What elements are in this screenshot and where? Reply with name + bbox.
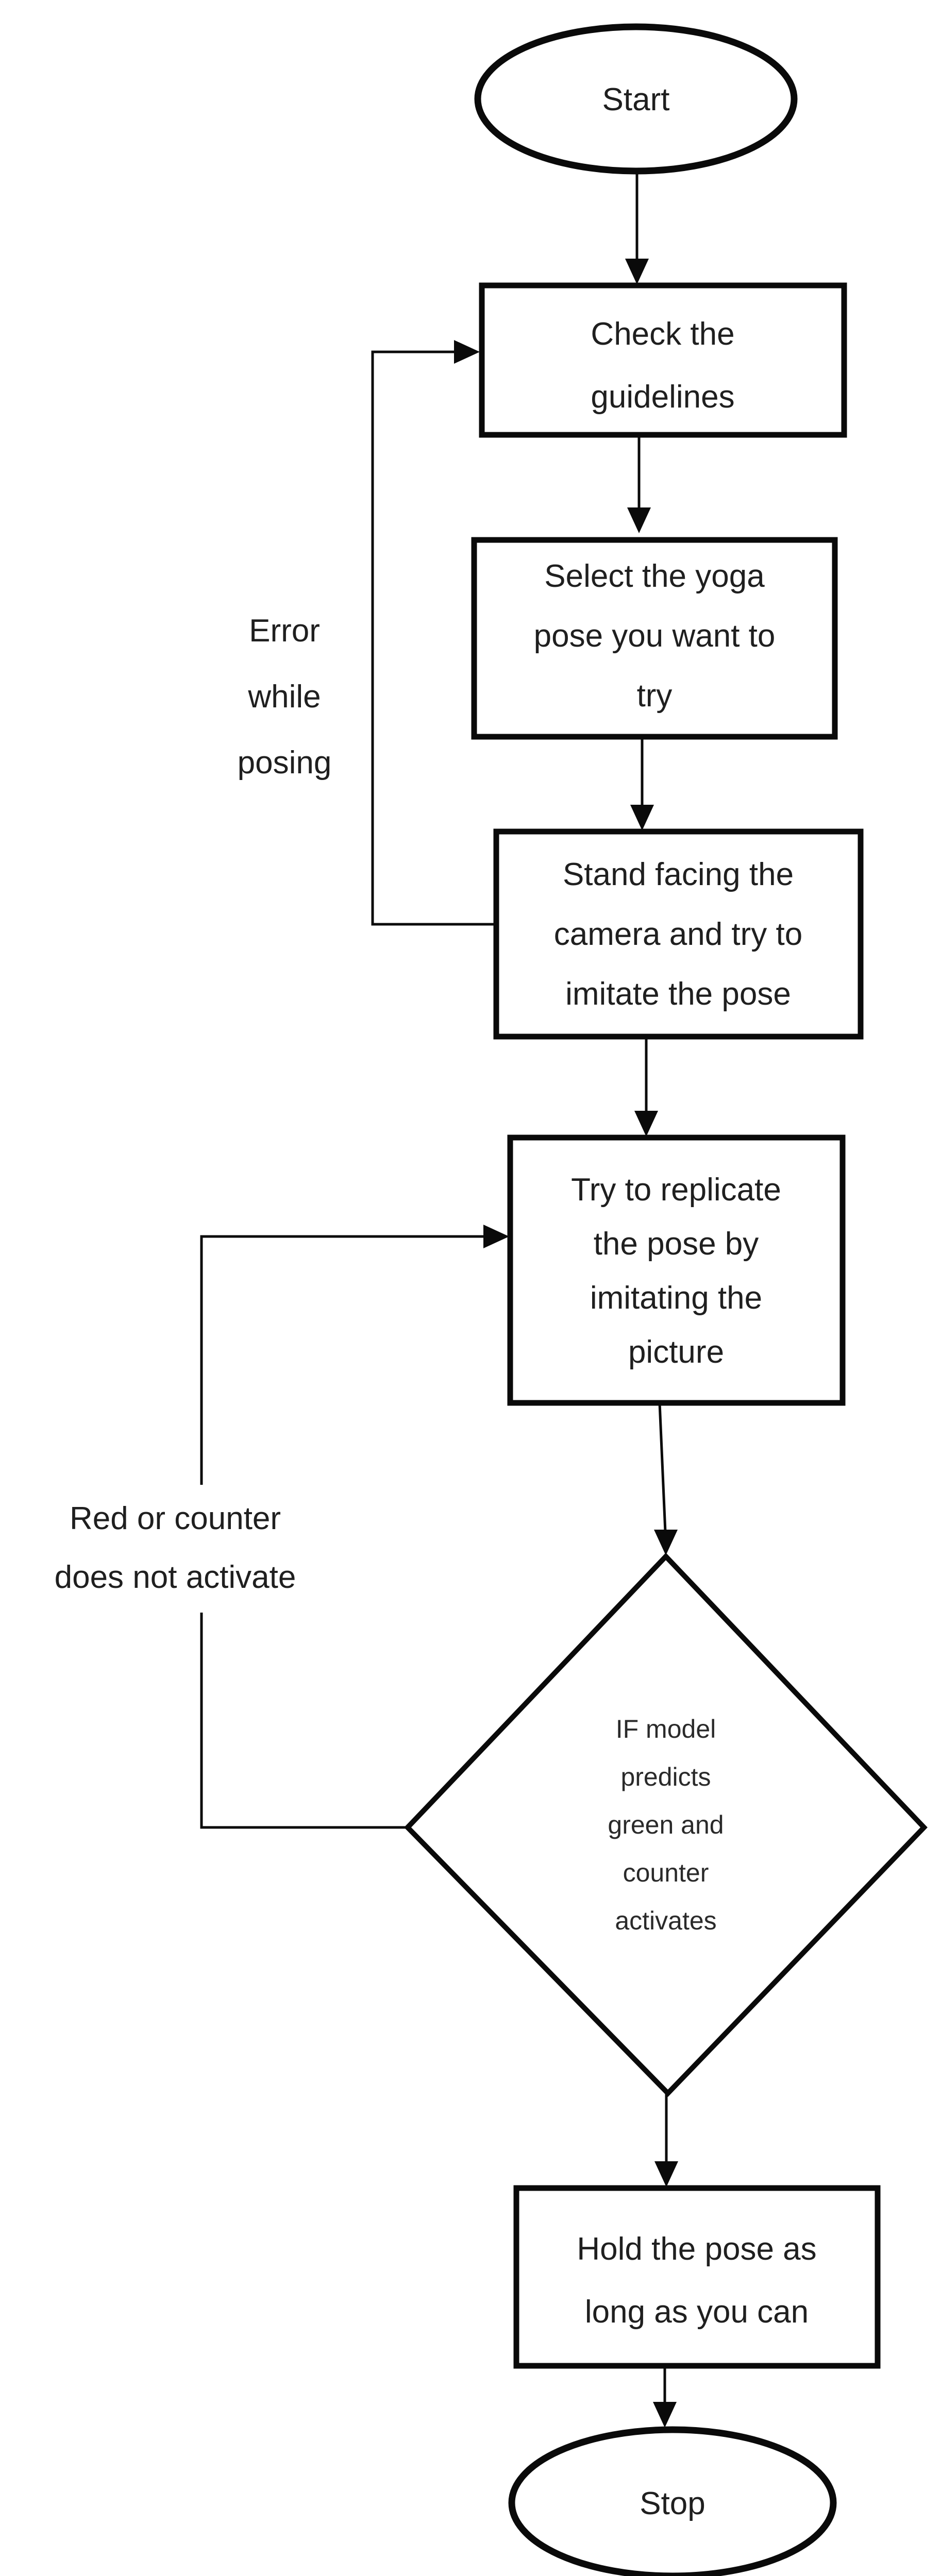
try-replicate-label-line2: the pose by: [594, 1226, 759, 1262]
edge-decision-try-loop-arrowhead: [483, 1225, 509, 1248]
stand-camera-label-line1: Stand facing the: [563, 857, 794, 892]
node-hold-pose: Hold the pose as long as you can: [513, 2185, 881, 2369]
error-posing-label-line1: Error: [249, 613, 320, 649]
node-decision-model: IF model predicts green and counter acti…: [404, 1552, 928, 2097]
stop-label: Stop: [640, 2486, 705, 2521]
node-stand-camera: Stand facing the camera and try to imita…: [493, 828, 864, 1040]
edge-label-error-posing: Error while posing: [238, 613, 332, 781]
stand-camera-label-line3: imitate the pose: [565, 976, 791, 1012]
edge-try-decision-line: [658, 1402, 667, 1532]
edge-stand-try-arrowhead: [634, 1111, 658, 1137]
red-counter-label-line2: does not activate: [55, 1560, 296, 1595]
start-terminator-shape: [474, 23, 798, 175]
decision-diamond-shape: [404, 1552, 928, 2097]
decision-label-line2: predicts: [620, 1762, 711, 1791]
decision-label-line4: counter: [623, 1858, 709, 1887]
node-select-pose: Select the yoga pose you want to try: [471, 537, 838, 740]
edge-hold-stop-arrowhead: [653, 2402, 677, 2428]
node-try-replicate: Try to replicate the pose by imitating t…: [507, 1134, 846, 1406]
stop-terminator-shape: [508, 2426, 837, 2576]
try-replicate-label-line1: Try to replicate: [571, 1172, 781, 1208]
error-posing-label-line3: posing: [238, 745, 332, 781]
hold-pose-process-shape: [513, 2185, 881, 2369]
hold-pose-label-line1: Hold the pose as: [577, 2231, 816, 2267]
error-posing-label-line2: while: [247, 679, 321, 715]
edge-check-select-arrowhead: [627, 507, 651, 533]
edge-select-stand-arrowhead: [630, 805, 654, 831]
edge-decision-hold-arrowhead: [654, 2161, 678, 2187]
node-start: Start: [474, 23, 798, 175]
start-label: Start: [602, 82, 670, 117]
check-guidelines-label-line1: Check the: [591, 316, 734, 352]
edge-stand-check-loop-line: [371, 350, 496, 926]
select-pose-label-line2: pose you want to: [534, 618, 776, 654]
select-pose-label-line1: Select the yoga: [544, 558, 765, 594]
decision-label-line5: activates: [615, 1906, 716, 1935]
node-stop: Stop: [508, 2426, 837, 2576]
stand-camera-process-shape: [493, 828, 864, 1040]
try-replicate-process-shape: [507, 1134, 846, 1406]
select-pose-process-shape: [471, 537, 838, 740]
select-pose-label-line3: try: [637, 678, 673, 714]
check-guidelines-process-shape: [479, 282, 847, 438]
edge-label-red-counter: Red or counter does not activate: [36, 1485, 322, 1613]
edge-stand-check-loop-arrowhead: [454, 340, 480, 364]
check-guidelines-label-line2: guidelines: [591, 379, 734, 415]
decision-label-line1: IF model: [616, 1715, 716, 1743]
decision-label-line3: green and: [608, 1810, 724, 1839]
edge-try-decision-arrowhead: [654, 1530, 678, 1555]
red-counter-label-line1: Red or counter: [70, 1501, 281, 1536]
hold-pose-label-line2: long as you can: [585, 2294, 809, 2330]
node-check-guidelines: Check the guidelines: [479, 282, 847, 438]
stand-camera-label-line2: camera and try to: [554, 917, 802, 952]
red-counter-label-backdrop: [36, 1485, 322, 1613]
try-replicate-label-line4: picture: [628, 1334, 724, 1370]
edge-start-check-arrowhead: [625, 259, 649, 284]
try-replicate-label-line3: imitating the: [590, 1280, 762, 1316]
